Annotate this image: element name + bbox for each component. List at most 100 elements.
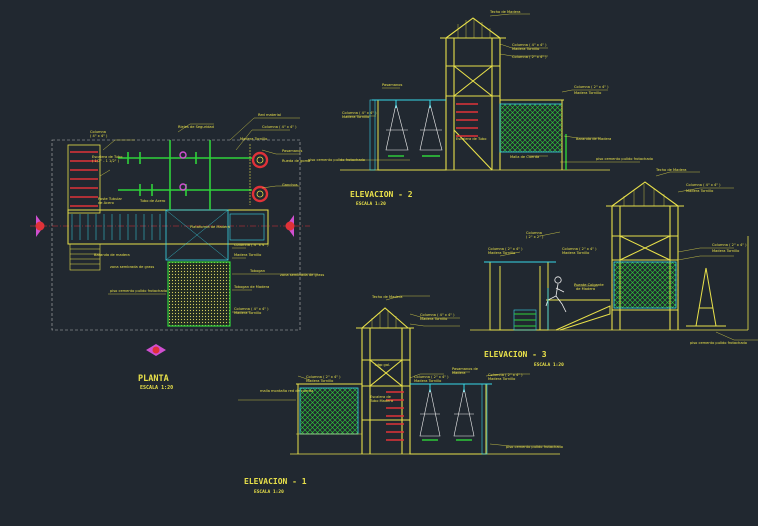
svg-text:Columna ( 4" x 4" ): Columna ( 4" x 4" ) [262, 125, 297, 129]
svg-text:Malla de Cuerda: Malla de Cuerda [510, 155, 539, 159]
svg-text:Madera Tornillo: Madera Tornillo [562, 251, 589, 255]
svg-text:Baranda de Madera: Baranda de Madera [576, 137, 611, 141]
elev1-lattice-panel [299, 387, 359, 435]
svg-text:piso cemento pulido frotachado: piso cemento pulido frotachado [110, 289, 167, 293]
svg-text:( 4" x 4" ): ( 4" x 4" ) [90, 134, 108, 138]
svg-text:Columna ( 4" x 4" ): Columna ( 4" x 4" ) [234, 243, 269, 247]
elev3-scale: ESCALA 1:20 [534, 362, 564, 368]
svg-text:Pasamanos de: Pasamanos de [452, 367, 479, 371]
elev2-tower [440, 17, 506, 171]
svg-text:Columna ( 2" x 4" ): Columna ( 2" x 4" ) [574, 85, 609, 89]
section-marker-right [285, 215, 295, 237]
svg-text:Columna ( 2" x 4" ): Columna ( 2" x 4" ) [488, 373, 523, 377]
svg-text:Madera Tornillo: Madera Tornillo [686, 189, 713, 193]
svg-text:Pasamanos: Pasamanos [382, 83, 402, 87]
elev2-lattice-panel [499, 103, 563, 153]
svg-text:Columna: Columna [90, 130, 106, 134]
elev3-a-frame-swing [686, 267, 726, 327]
elev3-slide [546, 299, 611, 331]
plan-title-marker [146, 344, 166, 356]
svg-text:Tubo gal.: Tubo gal. [373, 363, 390, 367]
svg-text:Ganchos: Ganchos [282, 183, 298, 187]
elev2-swing-frame [372, 99, 447, 171]
plan-ladder [67, 144, 101, 214]
svg-text:piso cemento pulido frotachado: piso cemento pulido frotachado [690, 341, 747, 345]
svg-text:piso cemento pulido frotachado: piso cemento pulido frotachado [596, 157, 653, 161]
plan-swing-frame [118, 140, 252, 210]
elevation-2: Techo de Madera Columna ( 4" x 4" ) Made… [308, 10, 653, 207]
svg-text:Madera Tornillo: Madera Tornillo [306, 379, 333, 383]
svg-text:Madera Tornillo: Madera Tornillo [488, 377, 515, 381]
elevation-1: Techo de Madera Columna ( 4" x 4" ) Made… [238, 295, 563, 495]
svg-text:Madera Tornillo: Madera Tornillo [420, 317, 447, 321]
svg-text:Columna ( 2" x 4" ): Columna ( 2" x 4" ) [414, 375, 449, 379]
svg-text:Columna ( 2" x 4" ): Columna ( 2" x 4" ) [562, 247, 597, 251]
svg-text:Madera: Madera [452, 371, 465, 375]
plan-net-zone [167, 261, 231, 327]
svg-text:Madera Tornillo: Madera Tornillo [234, 253, 261, 257]
svg-text:Columna ( 4" x 4" ): Columna ( 4" x 4" ) [686, 183, 721, 187]
svg-text:Techo de Madera: Techo de Madera [371, 295, 403, 299]
svg-text:zona sembrada de grass: zona sembrada de grass [110, 265, 154, 269]
elev1-scale: ESCALA 1:20 [254, 489, 284, 495]
plan-platform [67, 209, 269, 245]
svg-text:malla montaña red de cuerda: malla montaña red de cuerda [260, 389, 313, 393]
svg-text:Madera Tornillo: Madera Tornillo [574, 91, 601, 95]
svg-text:Columna ( 2" x 4" ): Columna ( 2" x 4" ) [488, 247, 523, 251]
section-marker-left [35, 215, 45, 237]
svg-text:Puente Colgante: Puente Colgante [574, 283, 605, 287]
svg-text:Tubo Madera: Tubo Madera [369, 399, 393, 403]
elev2-ladder [456, 103, 478, 137]
svg-text:de Acero: de Acero [98, 201, 114, 205]
elev1-ladder [386, 391, 404, 441]
plan-scale: ESCALA 1:20 [140, 385, 173, 391]
elev1-swing-frame [409, 383, 492, 455]
elev3-lattice-panel [613, 261, 677, 309]
svg-text:Escalera de Tubo: Escalera de Tubo [456, 137, 486, 141]
plan-tower-square [165, 209, 229, 261]
svg-text:piso cemento pulido frotachado: piso cemento pulido frotachado [506, 445, 563, 449]
svg-text:Madera Tornillo: Madera Tornillo [414, 379, 441, 383]
svg-text:zona sembrada de grass: zona sembrada de grass [280, 273, 324, 277]
plan-tire-swings [249, 144, 269, 205]
elev3-child-figure [545, 276, 567, 313]
elevation-3: Techo de Madera Columna ( 4" x 4" ) Made… [470, 168, 758, 368]
elev2-scale: ESCALA 1:20 [356, 201, 386, 207]
svg-text:Techo de Madera: Techo de Madera [489, 10, 521, 14]
svg-text:Columna ( 4" x 4" ): Columna ( 4" x 4" ) [512, 43, 547, 47]
svg-text:Columna ( 4" x 4" ): Columna ( 4" x 4" ) [342, 111, 377, 115]
svg-text:Madera Tornillo: Madera Tornillo [488, 251, 515, 255]
svg-text:Columna ( 2" x 4" ): Columna ( 2" x 4" ) [306, 375, 341, 379]
elev2-title: ELEVACION - 2 [350, 190, 413, 199]
elev1-title: ELEVACION - 1 [244, 477, 307, 486]
plan-stairs [69, 243, 101, 271]
svg-text:( 2" x 2" ): ( 2" x 2" ) [526, 235, 544, 239]
svg-text:Rueda de goma: Rueda de goma [282, 159, 310, 163]
svg-text:Madera Tornillo: Madera Tornillo [512, 47, 539, 51]
svg-text:Madera Tornillo: Madera Tornillo [342, 115, 369, 119]
elev3-title: ELEVACION - 3 [484, 350, 547, 359]
plan-view: Columna( 4" x 4" ) Escalera de Tubo( 1/2… [30, 113, 324, 391]
svg-text:Pasamanos: Pasamanos [282, 149, 302, 153]
svg-text:Columna ( 4" x 4" ): Columna ( 4" x 4" ) [234, 307, 269, 311]
svg-text:Tubo de Acero: Tubo de Acero [139, 199, 165, 203]
svg-text:de Madera: de Madera [576, 287, 595, 291]
svg-text:Columna ( 4" x 4" ): Columna ( 4" x 4" ) [420, 313, 455, 317]
svg-text:Tobogan: Tobogan [249, 269, 265, 273]
elev3-tower [606, 181, 684, 330]
svg-text:Tobogan de Madera: Tobogan de Madera [233, 285, 269, 289]
svg-text:Poste Tubular: Poste Tubular [98, 197, 123, 201]
svg-text:Baranda de madera: Baranda de madera [94, 253, 130, 257]
plan-title: PLANTA [138, 374, 169, 384]
plan-outline [51, 139, 301, 331]
svg-text:( 1/2" - 1 1/2" ): ( 1/2" - 1 1/2" ) [92, 159, 120, 163]
elev1-tower [356, 307, 414, 454]
svg-text:Madera Tornillo: Madera Tornillo [712, 249, 739, 253]
svg-text:Madera Tornillo: Madera Tornillo [234, 311, 261, 315]
svg-text:Columna ( 2" x 4" ): Columna ( 2" x 4" ) [512, 55, 547, 59]
svg-text:Madera Tornillo: Madera Tornillo [240, 137, 267, 141]
svg-text:Techo de Madera: Techo de Madera [655, 168, 687, 172]
svg-text:Rieles de Seguridad: Rieles de Seguridad [178, 125, 214, 129]
svg-text:Columna ( 2" x 4" ): Columna ( 2" x 4" ) [712, 243, 747, 247]
